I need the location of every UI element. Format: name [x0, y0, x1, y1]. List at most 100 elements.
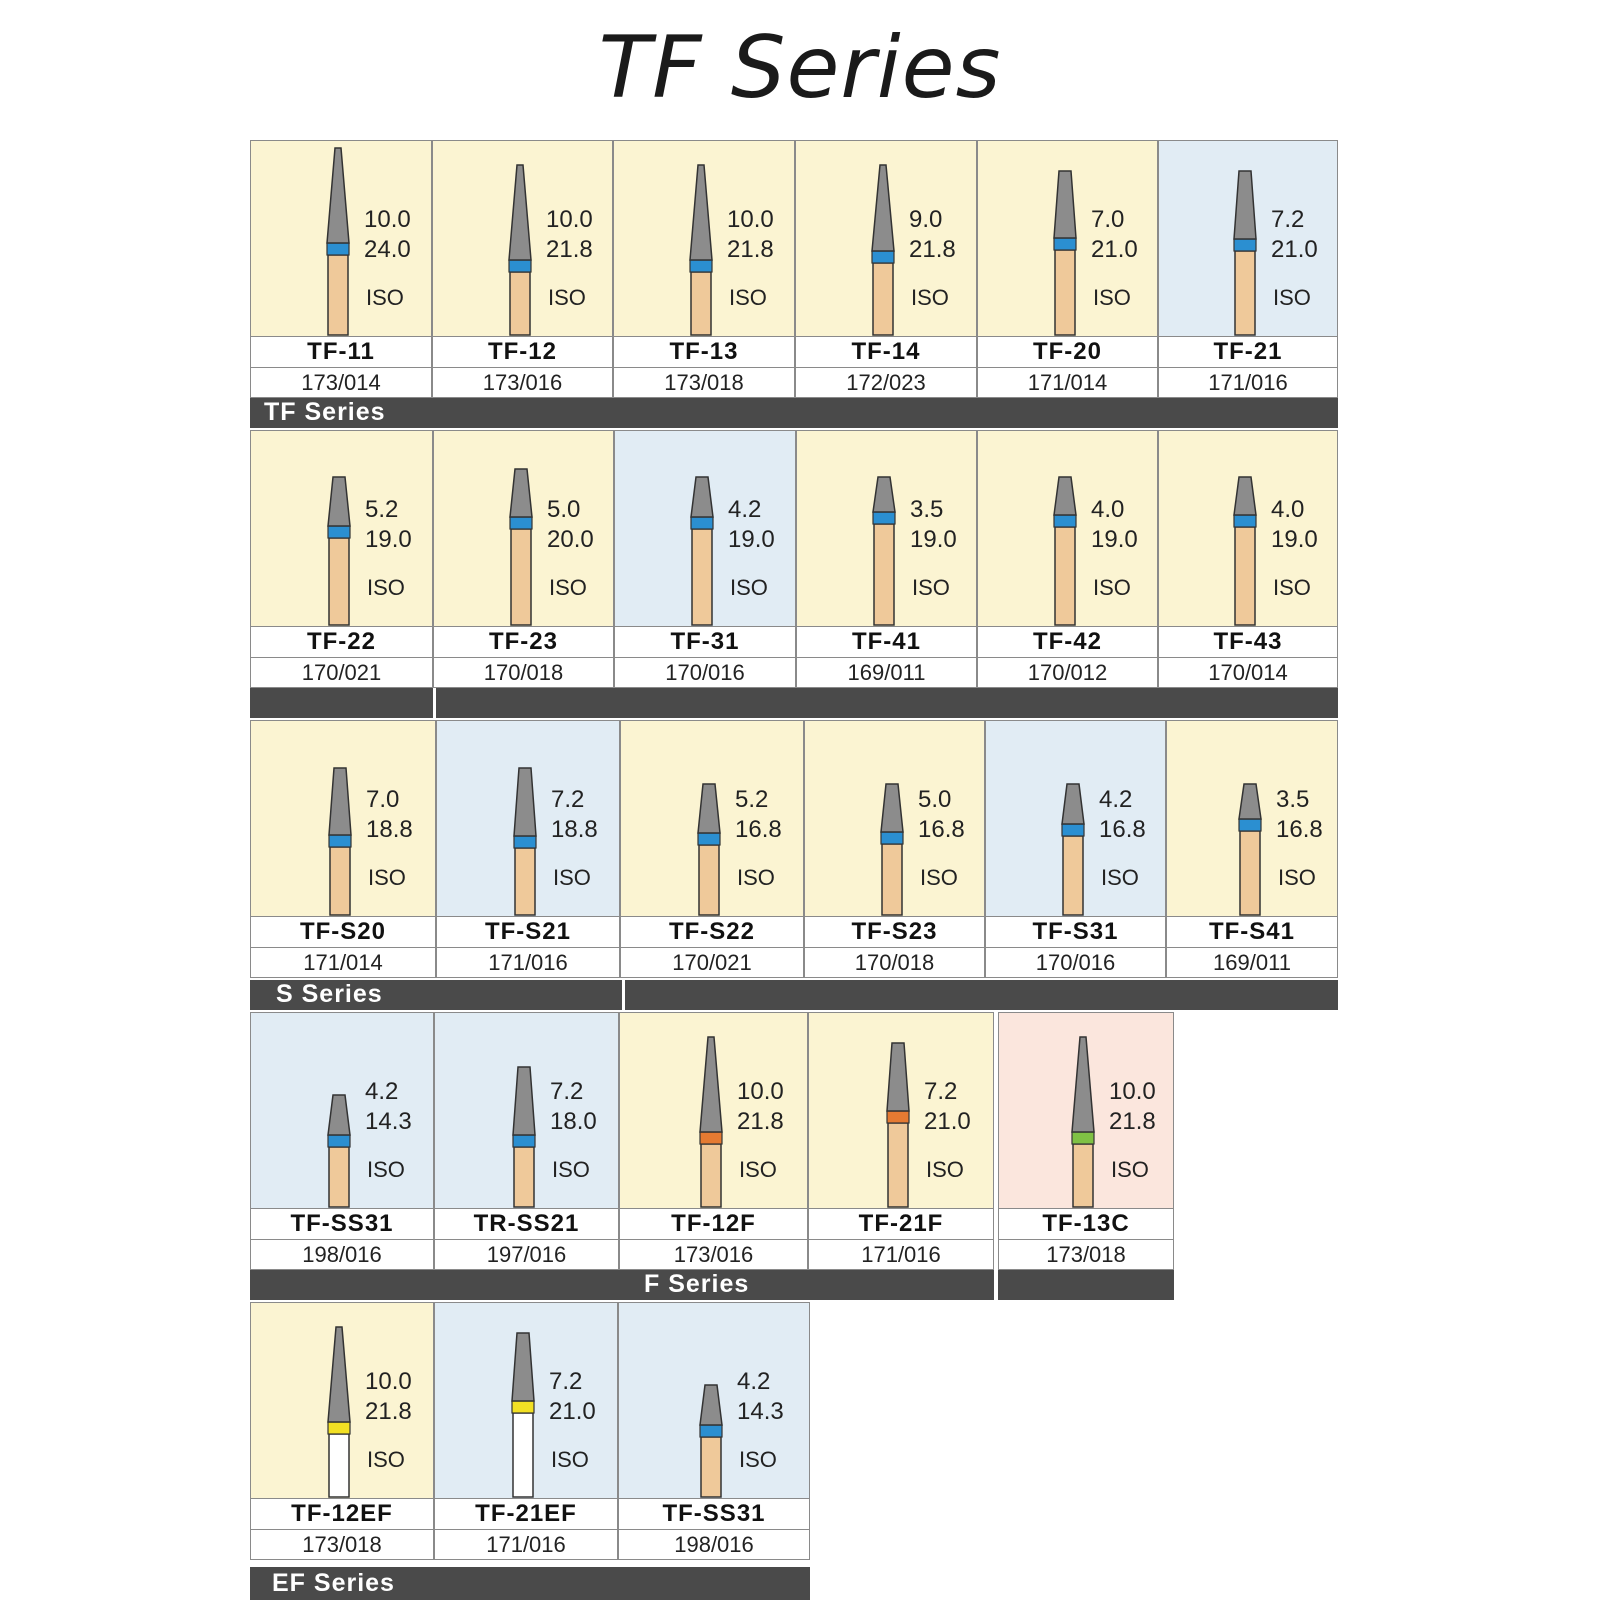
bur-color-ring — [513, 835, 537, 849]
bur-model-name: TF-12EF — [251, 1498, 433, 1530]
iso-code: 170/018 — [483, 660, 564, 685]
bur-color-ring — [508, 259, 532, 273]
bur-icon — [872, 476, 896, 626]
iso-code: 198/016 — [674, 1532, 754, 1557]
iso-code: 171/014 — [1027, 370, 1108, 395]
bur-model-name: TF-21 — [1159, 336, 1337, 368]
bur-model-name: TF-12F — [620, 1208, 807, 1240]
head-length: 5.0 — [547, 496, 581, 523]
bur-head — [328, 767, 352, 836]
bur-head — [1238, 783, 1262, 820]
bur-shank — [698, 844, 720, 916]
iso-label: ISO — [730, 575, 768, 600]
band-divider — [622, 980, 625, 1010]
bur-model-name: TF-31 — [615, 626, 795, 658]
bur-model-name: TF-13 — [614, 336, 794, 368]
bur-model-name: TF-21F — [809, 1208, 993, 1240]
total-length: 21.8 — [365, 1398, 412, 1425]
iso-label: ISO — [911, 285, 949, 310]
bur-head — [689, 164, 713, 261]
iso-code: 173/018 — [302, 1532, 382, 1557]
series-band-ef: EF Series — [250, 1567, 810, 1600]
bur-shank — [887, 1122, 909, 1208]
bur-head — [1233, 476, 1257, 516]
total-length: 21.0 — [1091, 236, 1138, 263]
head-length: 3.5 — [1276, 786, 1310, 813]
total-length: 21.8 — [1109, 1108, 1156, 1135]
iso-label: ISO — [551, 1447, 589, 1472]
iso-label: ISO — [739, 1157, 777, 1182]
bur-shank — [1234, 526, 1256, 626]
bur-icon — [1071, 1036, 1095, 1208]
bur-color-ring — [511, 1400, 535, 1414]
bur-head — [697, 783, 721, 834]
bur-shank — [1072, 1143, 1094, 1208]
head-length: 7.2 — [551, 786, 585, 813]
bur-model-name: TF-11 — [251, 336, 431, 368]
bur-color-ring — [880, 831, 904, 845]
total-length: 16.8 — [735, 816, 782, 843]
iso-label: ISO — [548, 285, 586, 310]
bur-icon — [328, 767, 352, 916]
bur-model-name: TF-14 — [796, 336, 976, 368]
bur-icon — [697, 783, 721, 916]
bur-head — [326, 147, 350, 244]
iso-code: 170/021 — [301, 660, 382, 685]
head-length: 7.0 — [1091, 206, 1125, 233]
iso-label: ISO — [1273, 575, 1311, 600]
bur-model-name: TF-13C — [999, 1208, 1173, 1240]
bur-head — [886, 1042, 910, 1112]
total-length: 19.0 — [1091, 526, 1138, 553]
bur-shank — [1062, 835, 1084, 916]
total-length: 21.8 — [546, 236, 593, 263]
bur-model-name: TF-SS31 — [251, 1208, 433, 1240]
iso-label: ISO — [729, 285, 767, 310]
iso-code: 169/011 — [847, 660, 926, 685]
iso-code: 171/016 — [488, 950, 568, 975]
iso-label: ISO — [737, 865, 775, 890]
iso-label: ISO — [1093, 285, 1131, 310]
bur-color-ring — [509, 516, 533, 530]
bur-head — [509, 468, 533, 518]
bur-icon — [512, 1066, 536, 1208]
iso-code: 173/014 — [301, 370, 381, 395]
bur-head — [872, 476, 896, 513]
bur-shank — [1054, 249, 1076, 336]
iso-label: ISO — [367, 1447, 405, 1472]
iso-code: 171/016 — [1208, 370, 1288, 395]
bur-icon — [886, 1042, 910, 1208]
bur-color-ring — [1053, 237, 1077, 251]
bur-model-name: TF-22 — [251, 626, 432, 658]
iso-code: 170/021 — [672, 950, 752, 975]
bur-color-ring — [1053, 514, 1077, 528]
total-length: 21.0 — [549, 1398, 596, 1425]
bur-color-ring — [512, 1134, 536, 1148]
total-length: 19.0 — [365, 526, 412, 553]
bur-color-ring — [326, 242, 350, 256]
bur-icon — [871, 164, 895, 336]
head-length: 5.0 — [918, 786, 952, 813]
head-length: 4.2 — [728, 496, 762, 523]
iso-label: ISO — [553, 865, 591, 890]
